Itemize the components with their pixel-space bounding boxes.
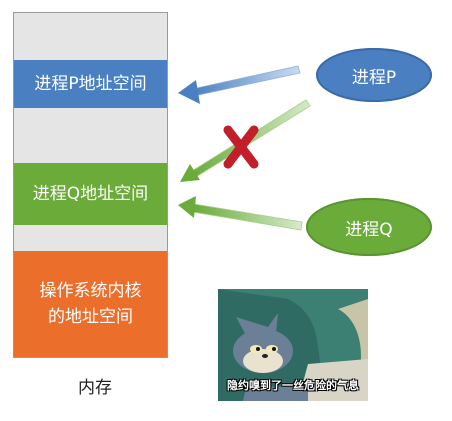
process-p-address-space-label: 进程P地址空间: [34, 74, 147, 94]
memory-caption: 内存: [78, 378, 112, 398]
os-kernel-address-space: 操作系统内核 的地址空间: [14, 251, 167, 357]
arrow-p-to-p-space: [178, 65, 301, 104]
process-q-node: 进程Q: [306, 198, 432, 256]
process-p-label: 进程P: [351, 67, 397, 88]
blocked-x-icon: [223, 125, 259, 169]
process-q-address-space-label: 进程Q地址空间: [32, 184, 149, 204]
process-p-address-space: 进程P地址空间: [14, 60, 167, 108]
process-q-address-space: 进程Q地址空间: [14, 163, 167, 225]
process-q-label: 进程Q: [345, 219, 393, 240]
meme-illustration: [218, 289, 368, 401]
arrow-q-to-q-space: [178, 196, 303, 231]
meme-caption: 隐约嗅到了一丝危险的气息: [227, 379, 359, 392]
process-p-node: 进程P: [316, 48, 432, 102]
tom-cat-meme-image: 隐约嗅到了一丝危险的气息: [218, 289, 368, 401]
os-kernel-label-line2: 的地址空间: [48, 307, 133, 327]
memory-column: 进程P地址空间 进程Q地址空间 操作系统内核 的地址空间: [13, 12, 168, 358]
os-kernel-label-line1: 操作系统内核: [39, 281, 142, 301]
